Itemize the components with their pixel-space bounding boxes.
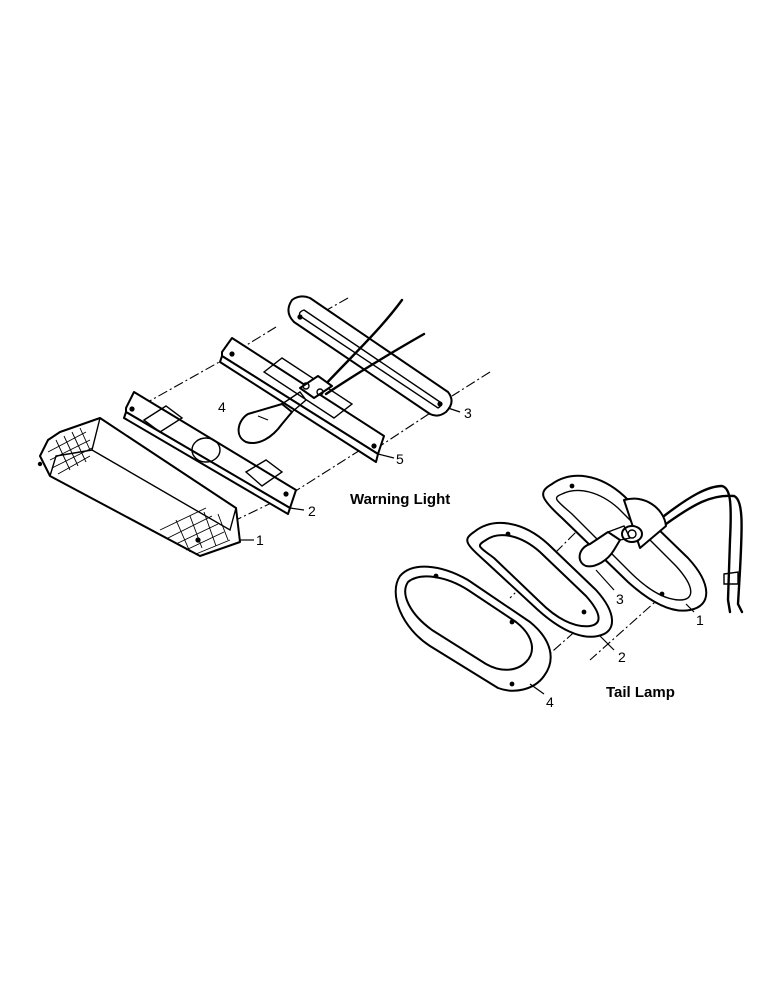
callout-tail-housing: 1	[696, 612, 704, 628]
callout-warning-bracket: 5	[396, 451, 404, 467]
callout-tail-lens: 4	[546, 694, 554, 710]
tail-lamp-bulb	[578, 525, 632, 568]
lens-hatching-left	[47, 427, 93, 475]
callout-tail-bulb: 3	[616, 591, 624, 607]
tail-lamp-leaders	[529, 569, 695, 695]
tail-lamp-wires	[662, 484, 744, 614]
warning-light-lens	[37, 417, 241, 557]
callout-warning-bulb: 4	[218, 399, 226, 415]
warning-light-wires	[320, 298, 426, 396]
callout-warning-base: 3	[464, 405, 472, 421]
callout-tail-gasket: 2	[618, 649, 626, 665]
lens-hatching-right	[159, 507, 231, 555]
tail-lamp-assembly: 3 1 2 4 Tail Lamp	[394, 474, 744, 710]
warning-light-bulb	[237, 391, 307, 444]
warning-light-title: Warning Light	[350, 491, 450, 508]
warning-light-leaders	[240, 407, 461, 541]
warning-light-base-plate	[287, 295, 453, 417]
tail-lamp-lens	[394, 565, 552, 692]
tail-lamp-title: Tail Lamp	[606, 684, 675, 701]
callout-warning-lens: 1	[256, 532, 264, 548]
warning-light-assembly: 4 3 5 2 1 Warning Light	[37, 295, 491, 557]
warning-light-gasket	[123, 391, 297, 515]
callout-warning-gasket: 2	[308, 503, 316, 519]
tail-lamp-housing	[542, 474, 708, 612]
tail-lamp-gasket	[466, 521, 613, 638]
